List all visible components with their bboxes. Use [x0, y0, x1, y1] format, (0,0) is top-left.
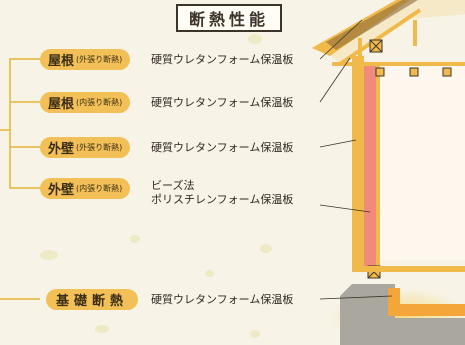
background-speck — [40, 250, 58, 260]
material-text: 硬質ウレタンフォーム保温板 — [151, 96, 294, 109]
floor-sill — [352, 266, 465, 272]
bracket-lines — [0, 58, 40, 300]
background-speck — [205, 270, 214, 277]
label-roof-inner: 屋根 (内張り断熱) — [40, 92, 131, 113]
part-name: 外壁 — [48, 183, 75, 198]
label-wall-outer: 外壁 (外張り断熱) — [40, 137, 131, 158]
rafter — [338, 8, 422, 66]
wall-inner-board — [376, 66, 380, 266]
background-speck — [250, 330, 260, 338]
label-wall-inner: 外壁 (内張り断熱) — [40, 178, 131, 199]
method-note: (外張り断熱) — [76, 55, 123, 64]
method-note: (内張り断熱) — [76, 184, 123, 193]
method-note: (外張り断熱) — [76, 143, 123, 152]
part-name: 屋根 — [48, 54, 75, 69]
house-cross-section — [312, 0, 465, 345]
label-foundation: 基礎断熱 — [46, 289, 139, 310]
foundation-insulation — [388, 288, 465, 316]
background-speck — [260, 244, 272, 253]
interior-wall — [378, 64, 465, 260]
part-name: 基礎断熱 — [56, 294, 129, 309]
material-text: 硬質ウレタンフォーム保温板 — [151, 53, 294, 66]
wall-outer-board — [352, 56, 364, 266]
material-text-line2: ポリスチレンフォーム保温板 — [151, 193, 294, 206]
foundation-concrete — [340, 284, 465, 345]
part-name: 屋根 — [48, 97, 75, 112]
leader-lines — [319, 19, 393, 300]
method-note: (内張り断熱) — [76, 98, 123, 107]
roof-structure — [318, 0, 465, 64]
background-speck — [95, 325, 109, 333]
material-text: 硬質ウレタンフォーム保温板 — [151, 293, 294, 306]
wall-insulation-panel — [364, 66, 376, 266]
part-name: 外壁 — [48, 142, 75, 157]
roof-insulation-outer — [326, 0, 418, 50]
material-text: 硬質ウレタンフォーム保温板 — [151, 141, 294, 154]
label-roof-outer: 屋根 (外張り断熱) — [40, 49, 131, 70]
background-speck — [248, 34, 262, 44]
material-text-line1: ビーズ法 — [151, 179, 195, 192]
background-speck — [130, 235, 140, 243]
diagram-title: 断熱性能 — [176, 4, 282, 32]
